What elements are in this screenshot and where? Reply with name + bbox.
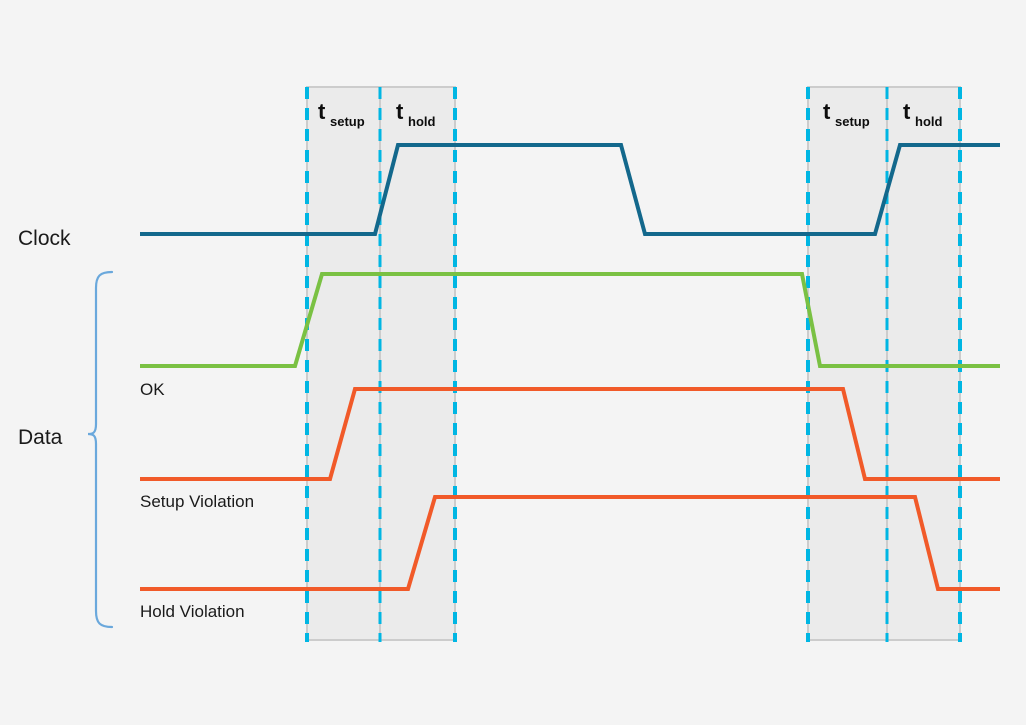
waveform-hold-violation [140,495,1000,591]
data-bracket [87,270,114,629]
t-setup-left-subscript: setup [330,114,365,129]
window-right-labels: t setup t hold [823,99,942,129]
waveform-clock [140,143,1000,236]
t-setup-right-subscript: setup [835,114,870,129]
t-hold-right-subscript: hold [915,114,942,129]
row-label-data: Data [18,426,63,449]
t-hold-left-subscript: hold [408,114,435,129]
window-right-region [807,86,961,641]
signal-label-ok: OK [140,380,165,399]
signal-label-hold-violation: Hold Violation [140,602,245,621]
window-regions [306,86,961,641]
signal-label-setup-violation: Setup Violation [140,492,254,511]
waveform-ok [140,272,1000,368]
t-setup-right-symbol: t [823,99,831,124]
waveform-setup-violation [140,387,1000,481]
labels: Clock Data OK Setup Violation Hold Viola… [18,227,254,621]
t-setup-left-symbol: t [318,99,326,124]
t-hold-left-symbol: t [396,99,404,124]
waveforms [140,143,1000,591]
t-hold-right-symbol: t [903,99,911,124]
data-bracket-path [87,270,114,629]
row-label-clock: Clock [18,227,71,250]
window-left-labels: t setup t hold [318,99,435,129]
